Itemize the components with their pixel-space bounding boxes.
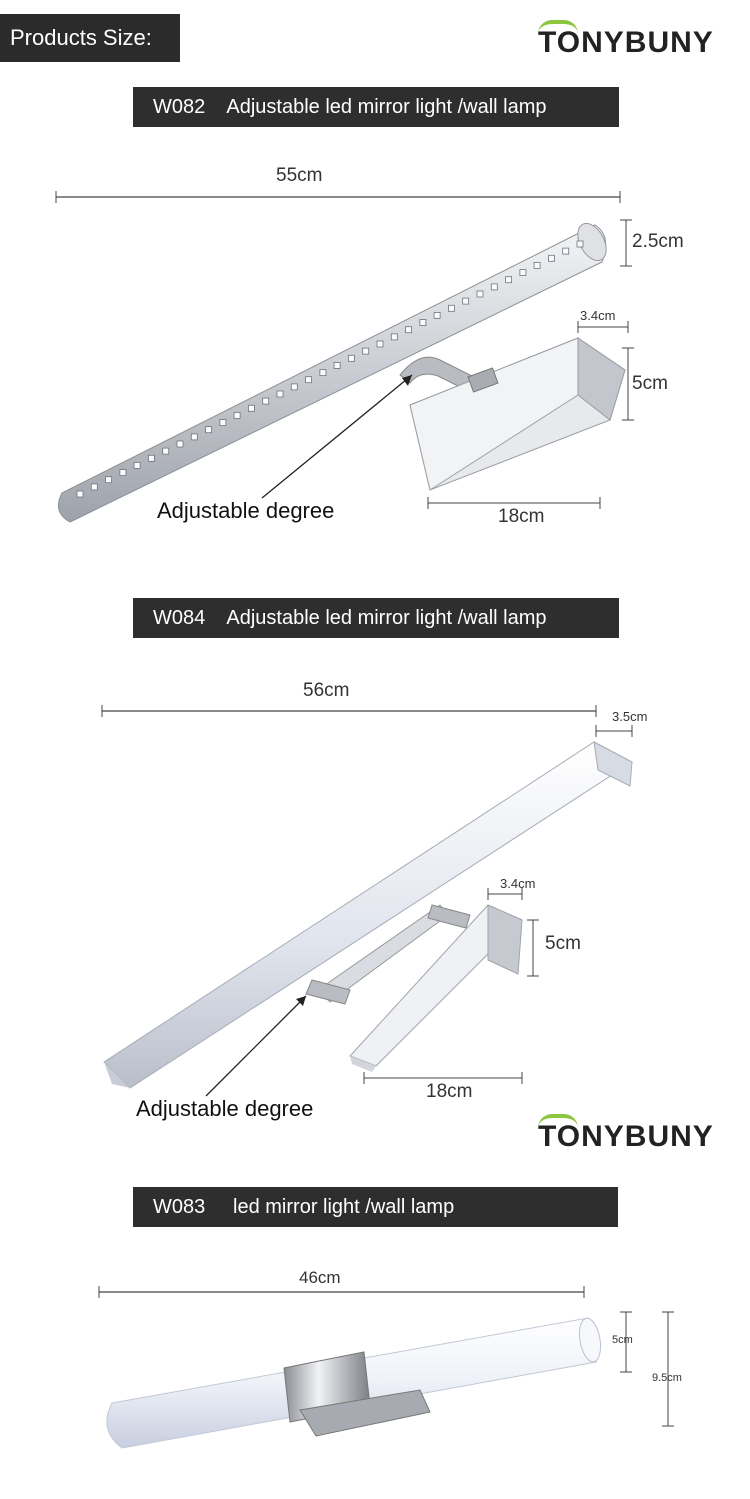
led-chip	[490, 283, 498, 291]
led-chip	[519, 269, 527, 277]
led-chip	[405, 326, 413, 334]
w083-tube-height-dimension	[620, 1311, 632, 1373]
led-chip	[419, 319, 427, 327]
led-chip	[447, 304, 455, 312]
w083-total-height-label: 9.5cm	[652, 1372, 682, 1384]
w082-width-label: 18cm	[498, 506, 545, 527]
led-chip	[119, 469, 127, 477]
w084-mount-box	[349, 904, 523, 1072]
led-chip	[462, 297, 470, 305]
led-chip	[305, 376, 313, 384]
w084-width-label: 18cm	[426, 1081, 473, 1102]
w084-length-label: 56cm	[303, 680, 350, 701]
led-chip	[276, 390, 284, 398]
led-chip	[333, 361, 341, 369]
led-chip	[533, 261, 541, 269]
led-chip	[219, 419, 227, 427]
led-chip	[76, 490, 84, 498]
w084-height-label: 5cm	[545, 933, 581, 954]
led-chip	[362, 347, 370, 355]
w084-annotation: Adjustable degree	[136, 1096, 314, 1121]
led-chip	[90, 483, 98, 491]
led-chip	[262, 397, 270, 405]
led-chip	[433, 311, 441, 319]
w082-mount-box	[399, 337, 626, 491]
w084-length-dimension	[101, 705, 597, 717]
brand-logo: TONYBUNY	[538, 20, 714, 60]
led-chip	[319, 369, 327, 377]
w082-annotation: Adjustable degree	[157, 498, 335, 523]
w082-diameter-label: 2.5cm	[632, 231, 684, 252]
w082-annotation-arrow	[261, 374, 413, 499]
led-chip	[347, 354, 355, 362]
led-chip	[290, 383, 298, 391]
w082-length-label: 55cm	[276, 165, 323, 186]
led-chip	[505, 276, 513, 284]
w084-depth-dimension	[487, 888, 523, 900]
brand-logo-2: TONYBUNY	[538, 1114, 714, 1154]
w082-depth-label: 3.4cm	[580, 308, 616, 323]
logo-swoosh-icon	[538, 1114, 578, 1128]
led-chip	[233, 411, 241, 419]
products-size-tag: Products Size:	[0, 14, 180, 62]
w084-annotation-arrow	[205, 995, 307, 1097]
w082-led-row	[76, 240, 584, 498]
w082-height-label: 5cm	[632, 373, 668, 394]
led-chip	[476, 290, 484, 298]
product-banner-w082: W082 Adjustable led mirror light /wall l…	[133, 87, 619, 127]
led-chip	[390, 333, 398, 341]
led-chip	[190, 433, 198, 441]
led-chip	[247, 404, 255, 412]
product-banner-w084: W084 Adjustable led mirror light /wall l…	[133, 598, 619, 638]
led-chip	[562, 247, 570, 255]
w084-mount-arms	[305, 904, 471, 1005]
w083-chrome-collar	[283, 1351, 431, 1437]
w082-diameter-dimension	[620, 219, 632, 267]
led-chip	[147, 454, 155, 462]
logo-swoosh-icon	[538, 20, 578, 34]
led-chip	[205, 426, 213, 434]
w084-depth-label: 3.4cm	[500, 876, 536, 891]
led-chip	[105, 476, 112, 484]
w083-length-label: 46cm	[299, 1268, 341, 1287]
led-chip	[133, 461, 141, 469]
led-chip	[376, 340, 384, 348]
led-chip	[162, 447, 170, 455]
w083-total-height-dimension	[662, 1311, 674, 1427]
w084-lamp-bar	[103, 741, 633, 1089]
w084-depth-top-label: 3.5cm	[612, 709, 648, 724]
led-chip	[176, 440, 184, 448]
product-banner-w083: W083 led mirror light /wall lamp	[133, 1187, 618, 1227]
w084-depth-top-dimension	[595, 725, 633, 737]
led-chip	[548, 254, 555, 262]
w083-tube-height-label: 5cm	[612, 1334, 633, 1346]
w084-width-dimension	[363, 1072, 523, 1084]
w082-width-dimension	[427, 497, 601, 509]
w083-length-dimension	[98, 1286, 585, 1298]
led-chip	[576, 240, 584, 248]
w084-height-dimension	[527, 919, 539, 977]
w082-length-dimension	[55, 191, 621, 203]
w082-depth-dimension	[577, 321, 629, 333]
w082-height-dimension	[622, 347, 634, 421]
